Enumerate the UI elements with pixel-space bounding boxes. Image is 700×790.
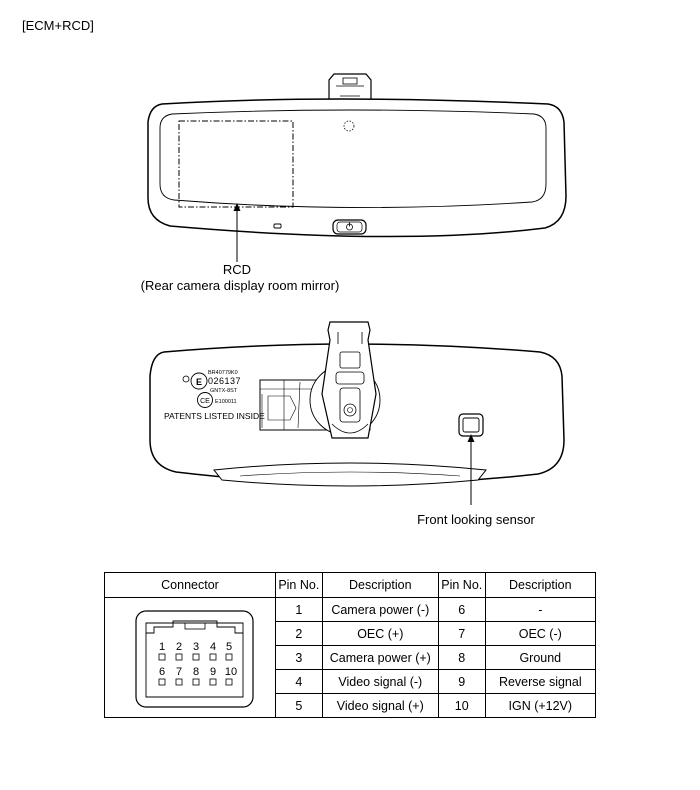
connector-pin-label-9: 9 [210, 666, 216, 678]
rear-mirror: E CE [149, 321, 565, 487]
sensor-label: Front looking sensor [417, 512, 535, 527]
front-mirror [147, 73, 567, 238]
pin-description: Video signal (+) [321, 693, 439, 718]
header-connector: Connector [104, 572, 276, 598]
connector-cell: 1 2 3 4 5 6 7 8 9 10 [104, 597, 276, 718]
pin-description: OEC (+) [321, 621, 439, 646]
pin-number: 8 [437, 645, 486, 670]
header-pin-a: Pin No. [275, 572, 323, 598]
connector-pin-label-8: 8 [193, 666, 199, 678]
header-description-b: Description [484, 572, 597, 598]
rcd-arrowhead [233, 203, 241, 211]
pin-number: 5 [275, 693, 323, 718]
connector-pin-label-10: 10 [225, 666, 237, 678]
sensor-arrowhead [467, 434, 475, 442]
pin-number: 9 [437, 669, 486, 694]
pin-description: Video signal (-) [321, 669, 439, 694]
pin-number: 10 [437, 693, 486, 718]
header-pin-b: Pin No. [437, 572, 486, 598]
pin-description: Reverse signal [484, 669, 597, 694]
connector-pin-row-bottom [158, 678, 233, 685]
connector-pin-label-4: 4 [210, 641, 216, 653]
connector-pin-label-5: 5 [226, 641, 232, 653]
pin-description: IGN (+12V) [484, 693, 597, 718]
pin-description: OEC (-) [484, 621, 597, 646]
connector-diagram: 1 2 3 4 5 6 7 8 9 10 [135, 609, 254, 708]
connector-pin-label-7: 7 [176, 666, 182, 678]
rcd-description: (Rear camera display room mirror) [141, 278, 340, 293]
header-description-a: Description [321, 572, 439, 598]
e-mark-text: E [196, 377, 202, 387]
pin-number: 3 [275, 645, 323, 670]
pin-table-header: Connector Pin No. Description Pin No. De… [104, 572, 597, 598]
pin-description: Camera power (+) [321, 645, 439, 670]
connector-pin-label-6: 6 [159, 666, 165, 678]
mirror-diagram: RCD (Rear camera display room mirror) E … [141, 73, 567, 527]
rcd-label: RCD [223, 262, 251, 277]
table-row: 4 Video signal (-) 9 Reverse signal [105, 669, 597, 694]
connector-pin-label-2: 2 [176, 641, 182, 653]
pin-number: 2 [275, 621, 323, 646]
table-row: 5 Video signal (+) 10 IGN (+12V) [105, 693, 597, 718]
pin-number: 1 [275, 597, 323, 622]
pin-description: Ground [484, 645, 597, 670]
table-row: 1 2 3 4 5 6 7 8 9 10 [104, 597, 597, 718]
patents-text: PATENTS LISTED INSIDE [164, 411, 265, 421]
pin-number: 4 [275, 669, 323, 694]
pin-description: Camera power (-) [321, 597, 439, 622]
marking-line-2: 026137 [208, 376, 241, 386]
connector-pin-label-3: 3 [193, 641, 199, 653]
pin-number: 7 [437, 621, 486, 646]
pin-number: 6 [437, 597, 486, 622]
marking-cert: E100011 [215, 399, 237, 405]
connector-pin-row-top [158, 653, 233, 660]
marking-line-1: BR40779K0 [208, 370, 238, 376]
section-title: [ECM+RCD] [22, 18, 94, 33]
table-row: 2 OEC (+) 7 OEC (-) [105, 621, 597, 646]
cert-mark-text: CE [200, 398, 210, 405]
marking-line-3: GNTX-8ST [210, 388, 238, 394]
connector-pin-label-1: 1 [159, 641, 165, 653]
pin-description: - [484, 597, 597, 622]
table-row: 3 Camera power (+) 8 Ground [105, 645, 597, 670]
pin-table: Connector Pin No. Description Pin No. De… [104, 572, 597, 718]
